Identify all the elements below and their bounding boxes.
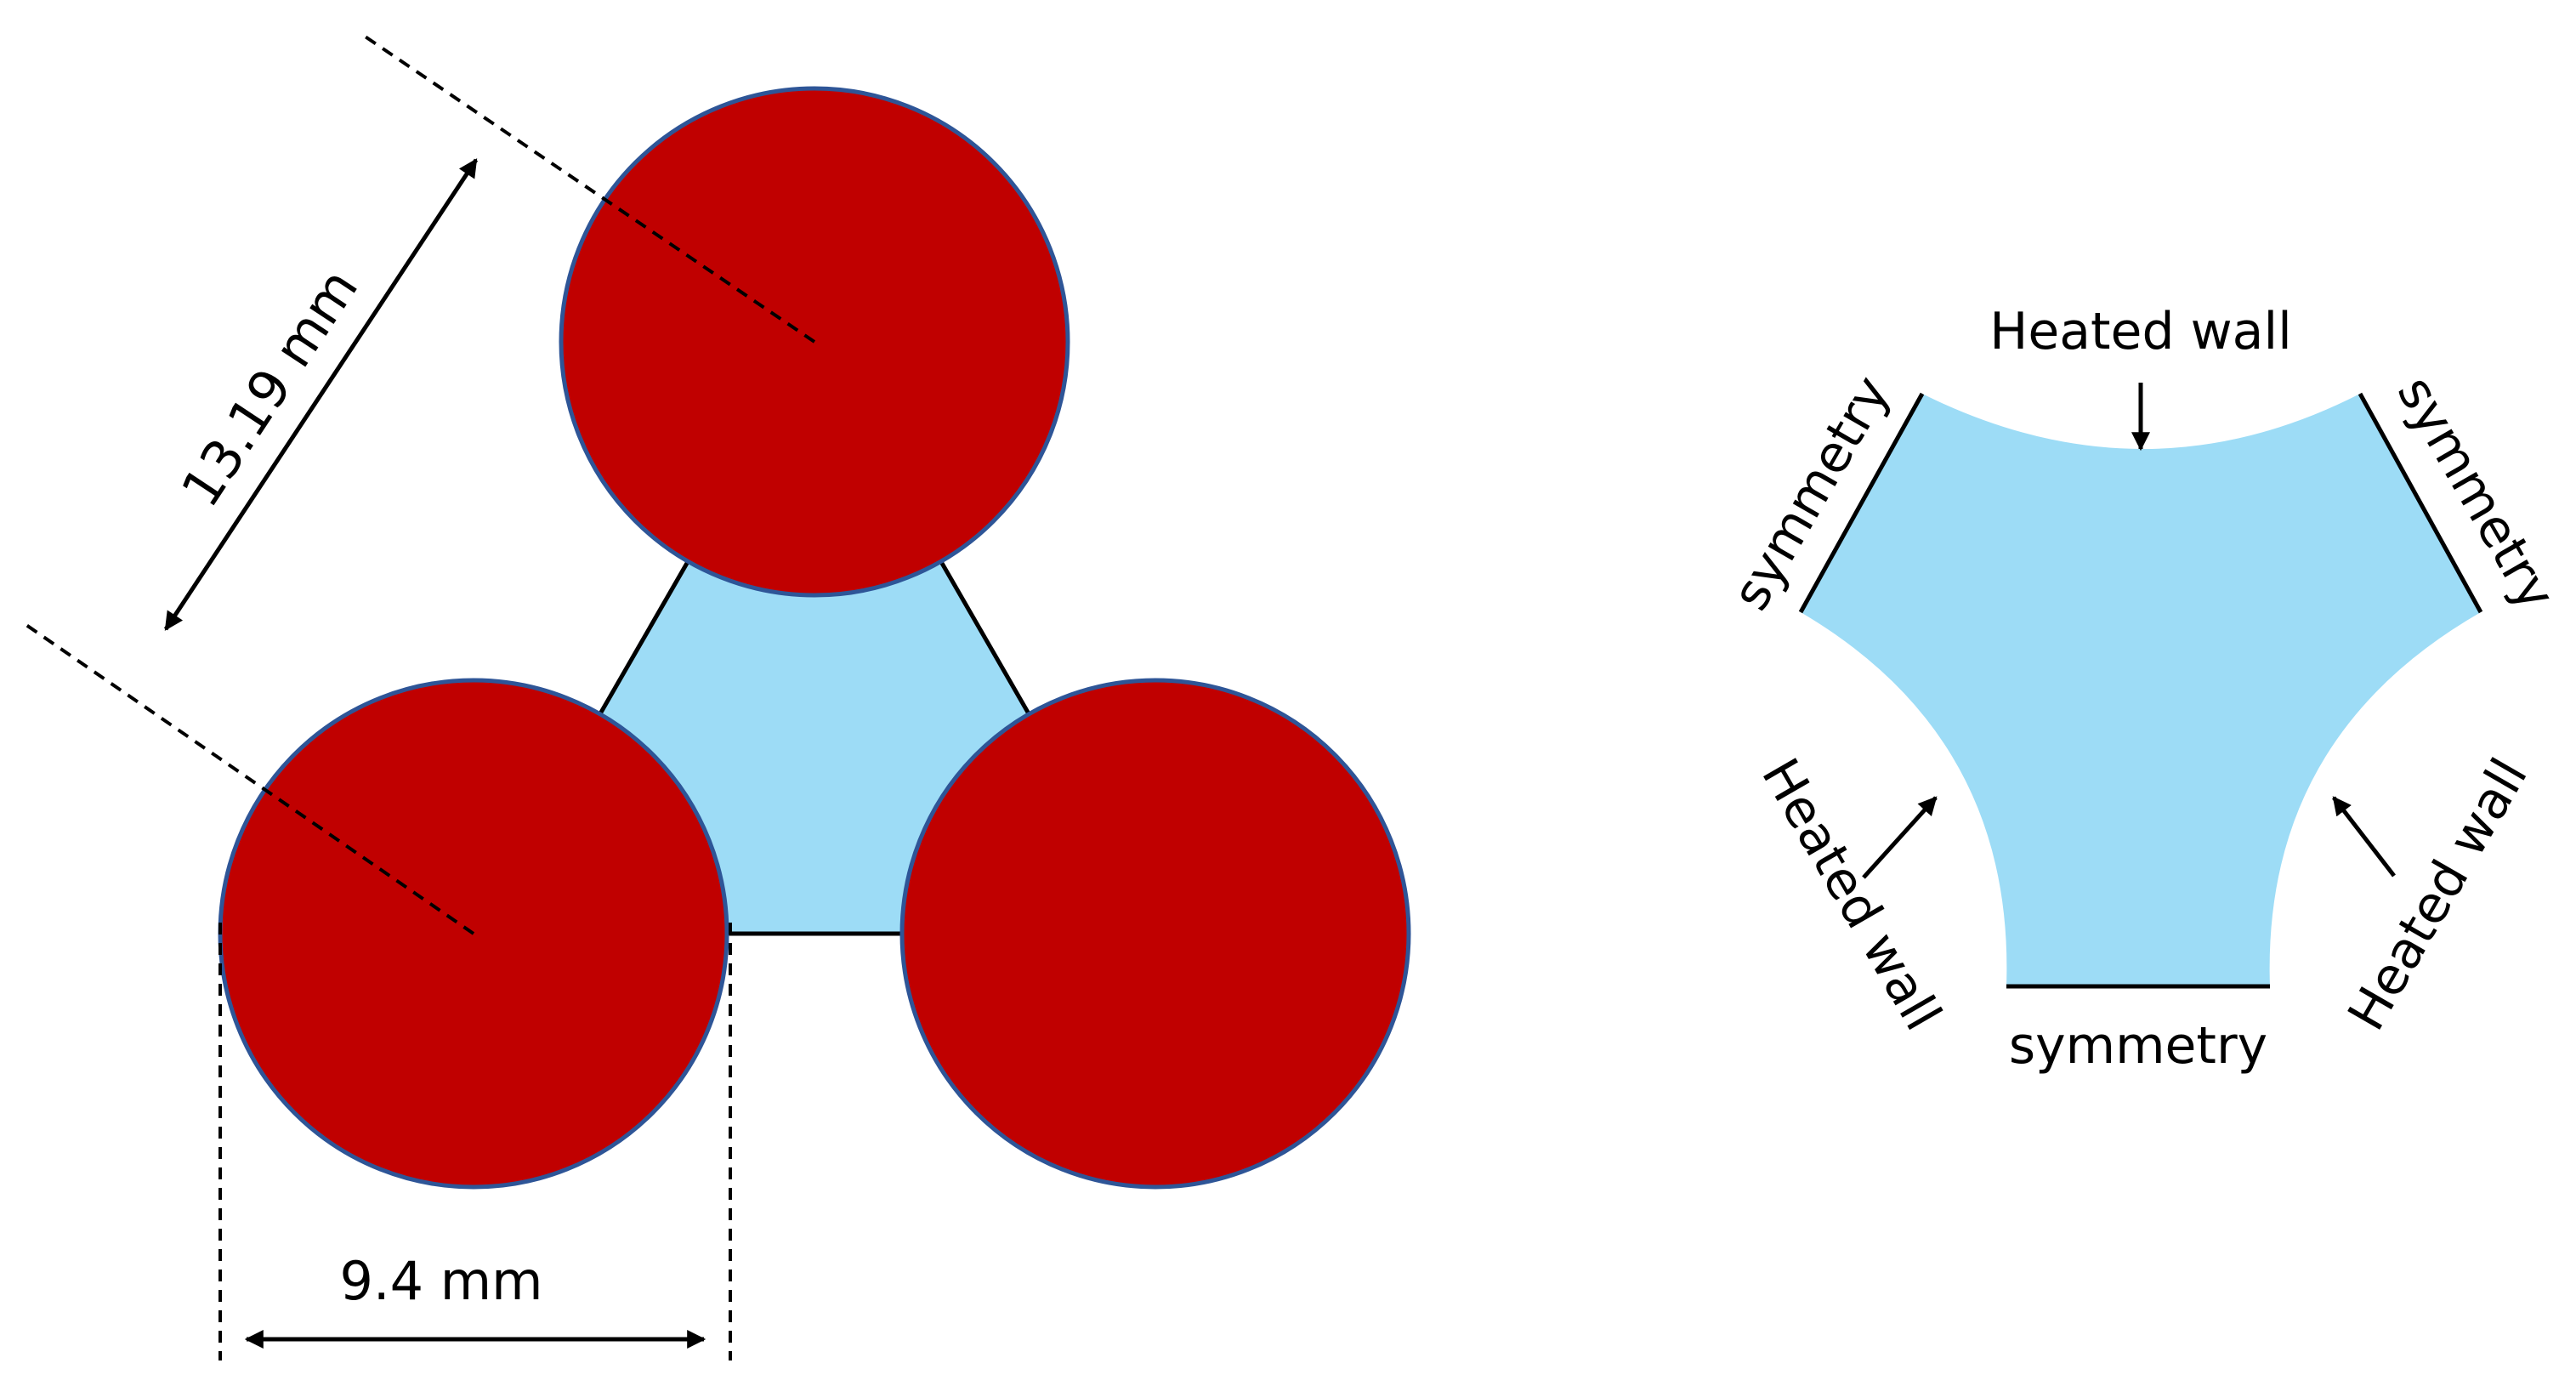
pitch-dimension-arrow: [163, 158, 479, 631]
symmetry-bottom-label: symmetry: [2009, 1016, 2267, 1076]
pitch-extension-line-top: [362, 34, 816, 344]
subchannel-domain: Heated wall Heated wall Heated wall symm…: [1721, 302, 2566, 1076]
pitch-extension-line-bottom: [22, 622, 475, 935]
symmetry-line-left: [1798, 392, 1925, 614]
diameter-label: 9.4 mm: [339, 1250, 542, 1312]
heated-wall-right-arrow: [2332, 796, 2396, 878]
heated-wall-left-arrow: [1862, 796, 1938, 879]
pitch-label: 13.19 mm: [169, 258, 370, 517]
fuel-rod-bottom-right: [899, 678, 1411, 1190]
heated-wall-right-label: Heated wall: [2336, 749, 2539, 1041]
subchannel-shape: [1801, 394, 2481, 986]
heated-wall-left-label: Heated wall: [1750, 749, 1952, 1041]
rod-bundle: 13.19 mm 9.4 mm: [22, 34, 1411, 1360]
symmetry-line-right: [2358, 392, 2483, 614]
heated-wall-top-label: Heated wall: [1989, 302, 2292, 361]
